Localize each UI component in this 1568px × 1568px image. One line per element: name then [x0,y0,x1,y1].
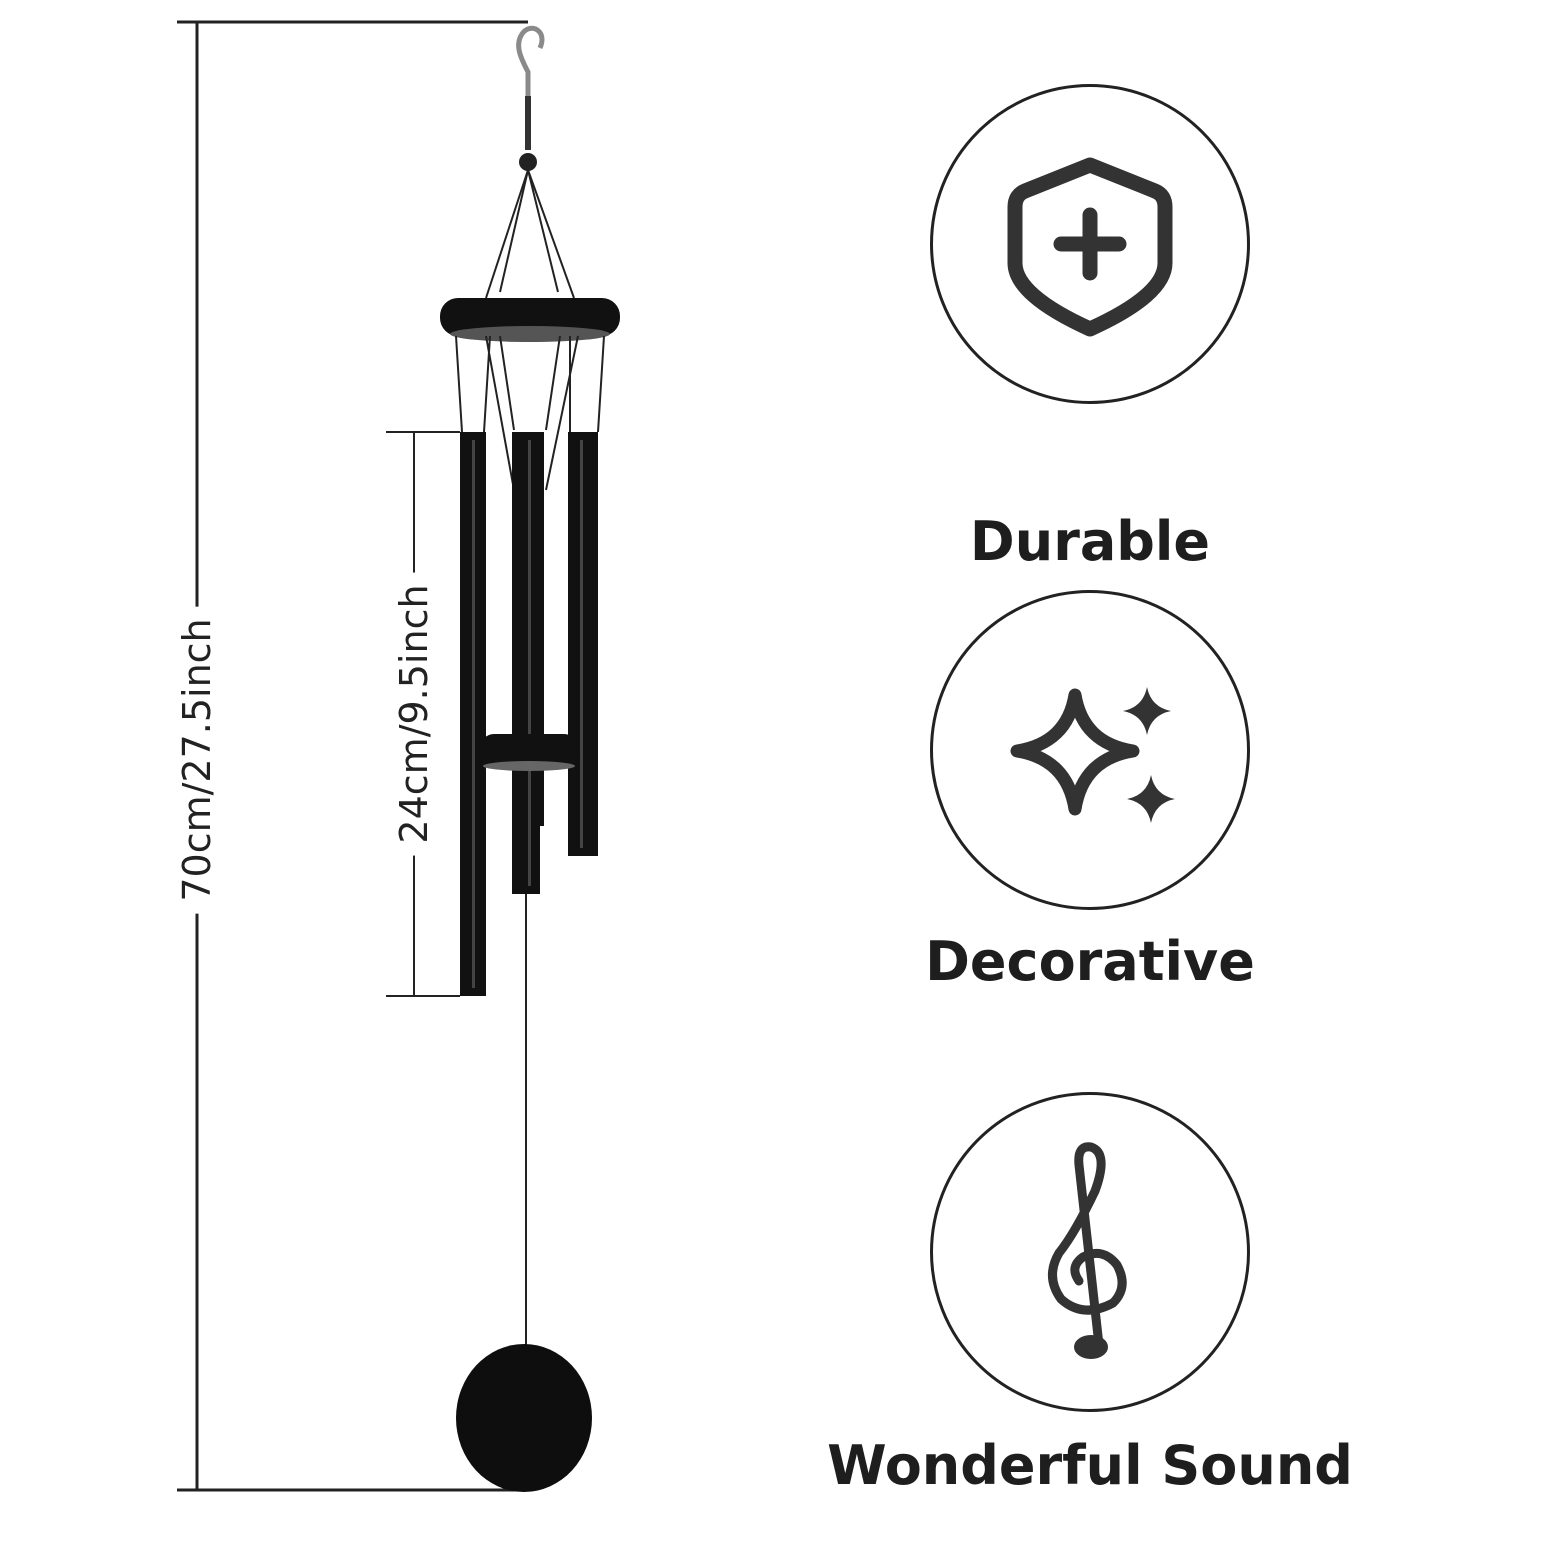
feature-label: Durable [969,510,1211,573]
hook [516,25,545,171]
tube-strings [455,335,605,491]
treble-clef-icon [1048,1142,1127,1359]
feature-circle [930,84,1250,404]
sparkles-icon [1010,687,1175,823]
tube-highlights [472,440,583,988]
total-length-label: 70cm/27.5inch [175,606,219,914]
top-disc [440,298,620,342]
wind-sail [456,1344,592,1492]
shield-plus-icon [1007,157,1173,337]
feature-circle [930,1092,1250,1412]
feature-label: Wonderful Sound [827,1434,1353,1497]
feature-label: Decorative [925,930,1255,993]
feature-circle [930,590,1250,910]
hanging-strings [485,169,575,299]
striker [480,734,578,771]
tube-length-label: 24cm/9.5inch [392,572,436,856]
